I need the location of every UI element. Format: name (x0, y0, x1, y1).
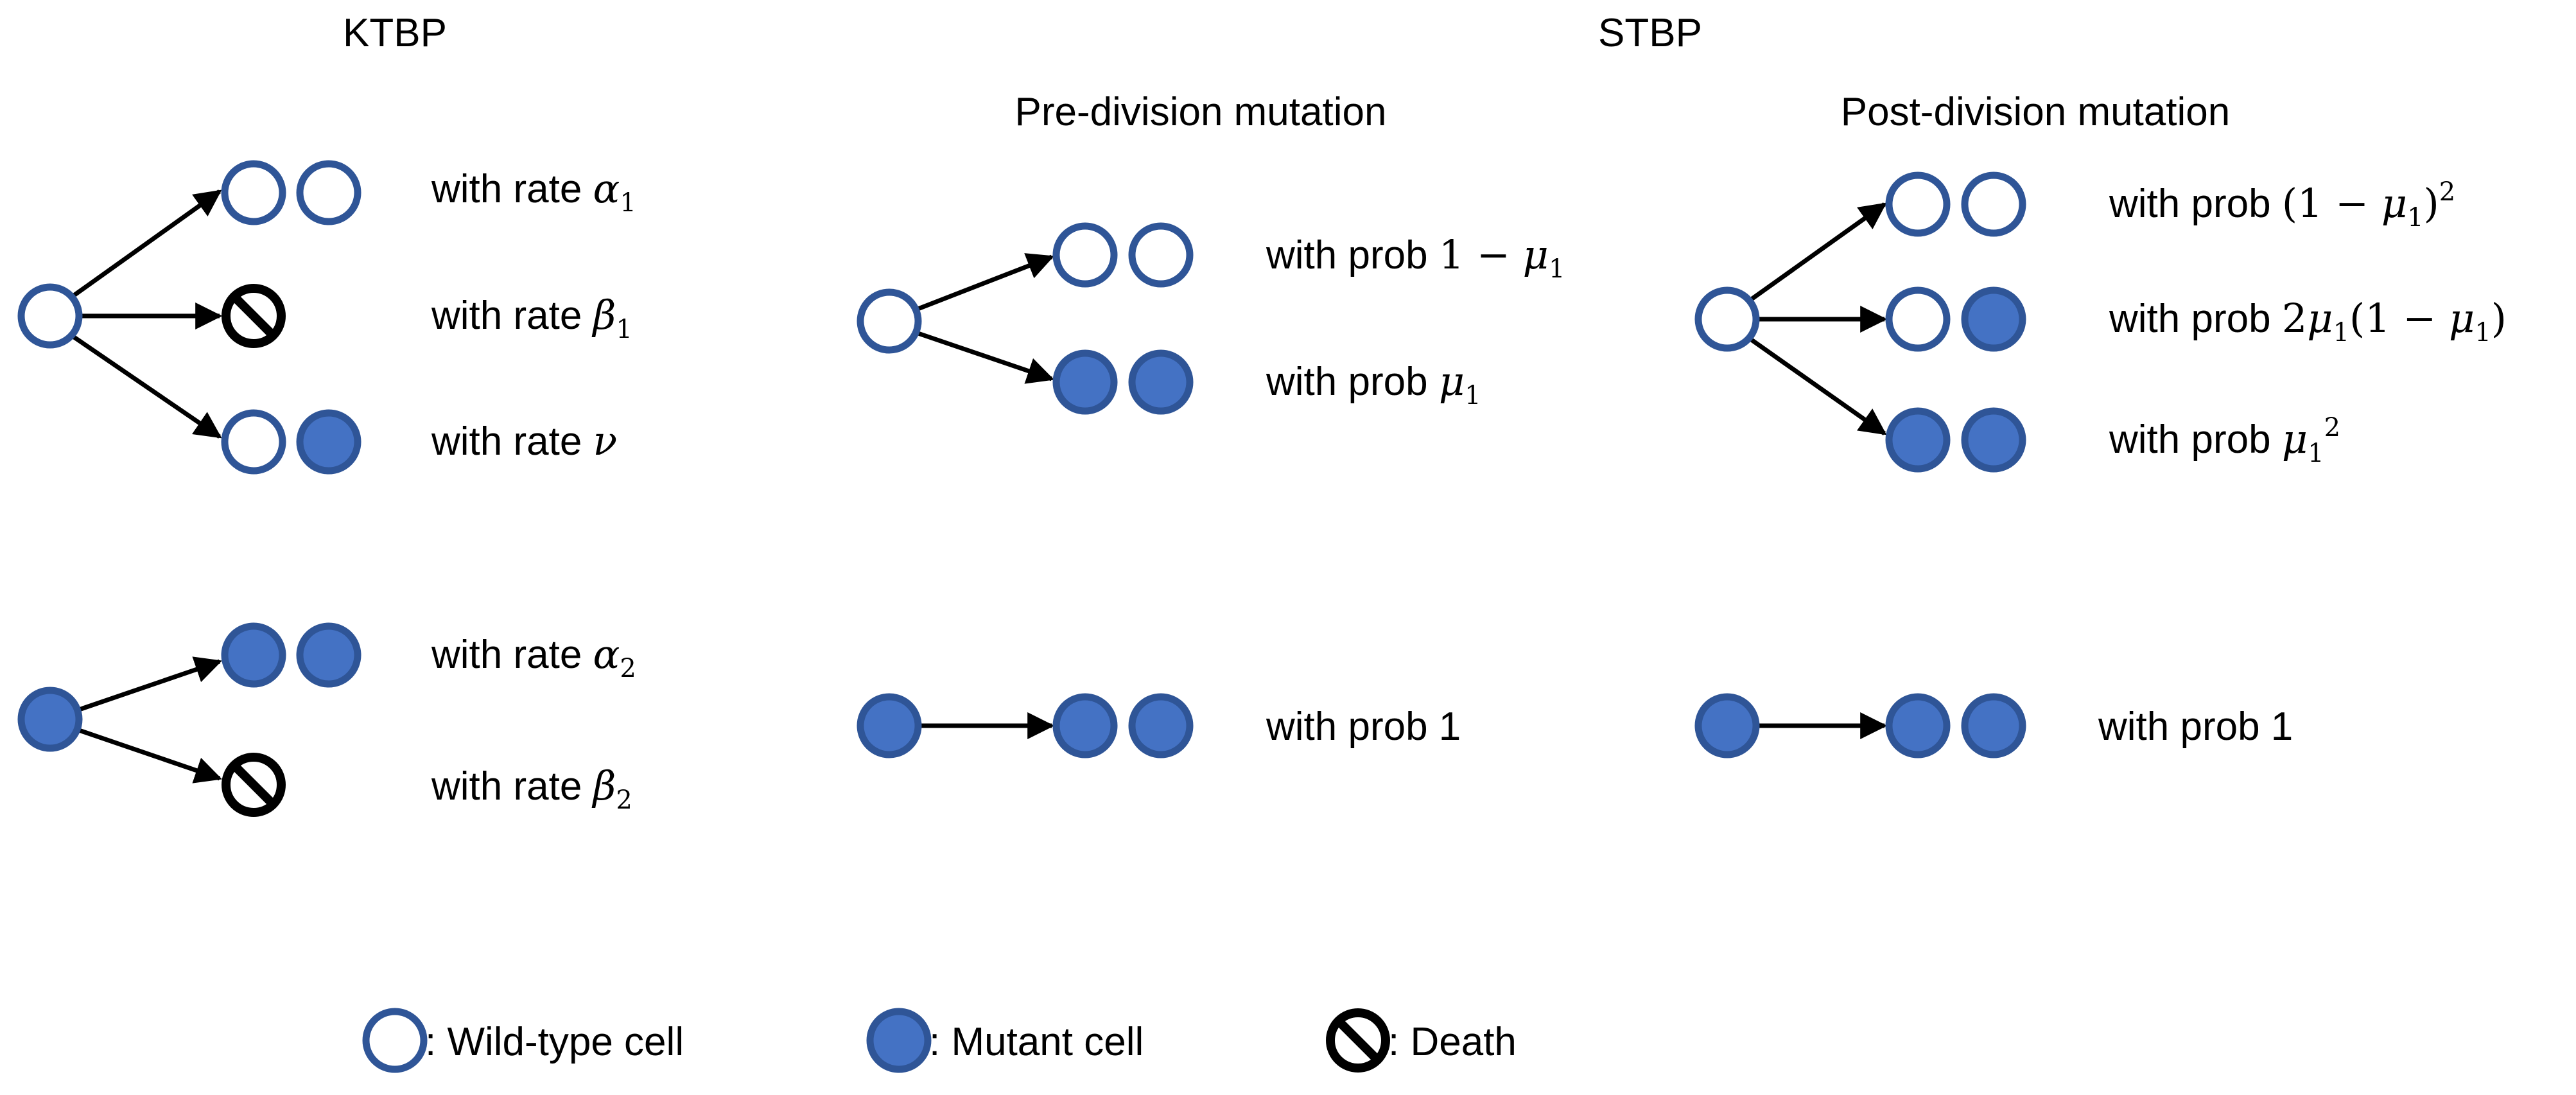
mutant-cell (17, 687, 83, 752)
label-rate-beta1: with rate β1 (431, 292, 632, 344)
arrow (67, 189, 222, 301)
mutant-cell (1052, 693, 1118, 758)
label-prob-one-minus-mu1-squared: with prob (1 − μ1)2 (2109, 177, 2455, 232)
mutant-cell (1694, 693, 1760, 758)
wild-type-cell (1885, 171, 1951, 237)
death-icon (222, 753, 286, 817)
label-prob-two-mu1-one-minus-mu1: with prob 2μ1(1 − μ1) (2109, 295, 2507, 347)
wild-type-cell (1128, 222, 1194, 288)
ktbp-wild-tree (17, 160, 361, 475)
label-prob-one-post: with prob 1 (2098, 705, 2293, 749)
mutant-cell (1052, 349, 1118, 415)
label-prob-one-pre: with prob 1 (1266, 705, 1461, 749)
legend-wild-type-label: : Wild-type cell (425, 1020, 684, 1064)
mutant-cell (1128, 693, 1194, 758)
label-prob-mu1-squared: with prob μ12 (2109, 413, 2340, 468)
label-prob-one-minus-mu1: with prob 1 − μ1 (1266, 231, 1565, 284)
wild-type-cell (296, 160, 361, 225)
mutant-cell (1961, 286, 2026, 352)
wild-type-cell (1052, 222, 1118, 288)
post-division-wild-tree (1694, 171, 2026, 473)
wild-type-cell (1885, 286, 1951, 352)
arrow (915, 253, 1054, 312)
arrow (1746, 202, 1887, 304)
mutant-cell (1128, 349, 1194, 415)
ktbp-mutant-tree (17, 622, 361, 817)
mutant-cell (1885, 407, 1951, 473)
mutant-cell (221, 622, 286, 688)
mutant-cell (1885, 693, 1951, 758)
arrow (78, 728, 222, 784)
wild-type-cell (1961, 171, 2026, 237)
stbp-header: STBP (1598, 11, 1702, 55)
pre-division-header: Pre-division mutation (1015, 90, 1387, 134)
wild-type-cell (221, 409, 286, 475)
mutant-cell (857, 693, 922, 758)
wild-type-cell (17, 283, 83, 349)
death-icon (222, 284, 286, 348)
legend-mutant-icon (866, 1008, 932, 1073)
wild-type-cell (1694, 286, 1760, 352)
mutant-cell (1961, 407, 2026, 473)
post-division-mutant-tree (1694, 693, 2026, 758)
mutant-cell (296, 409, 361, 475)
arrow (68, 332, 222, 439)
legend-wild-type-icon (362, 1008, 428, 1073)
pre-division-mutant-tree (857, 693, 1194, 758)
legend: : Wild-type cell : Mutant cell : Death (362, 1008, 1517, 1073)
label-rate-alpha2: with rate α2 (431, 631, 636, 683)
legend-death-label: : Death (1388, 1020, 1517, 1064)
arrow (1746, 335, 1887, 435)
arrow (915, 330, 1054, 384)
legend-death-icon (1326, 1008, 1390, 1073)
arrow (78, 656, 222, 712)
label-rate-beta2: with rate β2 (431, 762, 632, 815)
ktbp-header: KTBP (343, 11, 447, 55)
mutant-cell (296, 622, 361, 688)
label-rate-nu: with rate ν (431, 417, 617, 464)
wild-type-cell (857, 288, 922, 354)
label-rate-alpha1: with rate α1 (431, 165, 636, 218)
pre-division-wild-tree (857, 222, 1194, 415)
legend-mutant-label: : Mutant cell (929, 1020, 1144, 1064)
post-division-header: Post-division mutation (1841, 90, 2231, 134)
wild-type-cell (221, 160, 286, 225)
label-prob-mu1: with prob μ1 (1266, 358, 1481, 410)
mutant-cell (1961, 693, 2026, 758)
